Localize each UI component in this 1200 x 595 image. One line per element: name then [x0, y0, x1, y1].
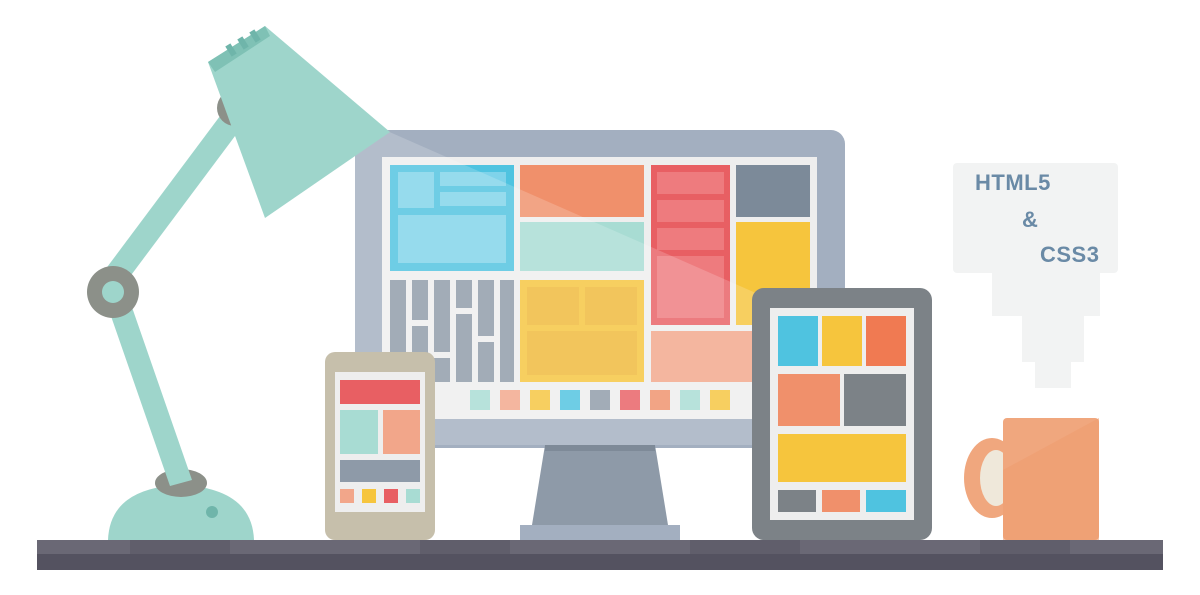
- desk: [37, 540, 1163, 570]
- smartphone-icon: [325, 352, 435, 540]
- desktop-monitor-icon: [355, 130, 845, 540]
- steam-cloud-icon: [953, 163, 1118, 388]
- desk-lamp-icon: [87, 26, 390, 540]
- steam-text-html5: HTML5: [975, 170, 1051, 195]
- steam-text-css3: CSS3: [1040, 242, 1100, 267]
- tablet-icon: [752, 288, 932, 540]
- steam-text-ampersand: &: [1022, 207, 1039, 232]
- coffee-mug-icon: [964, 418, 1099, 540]
